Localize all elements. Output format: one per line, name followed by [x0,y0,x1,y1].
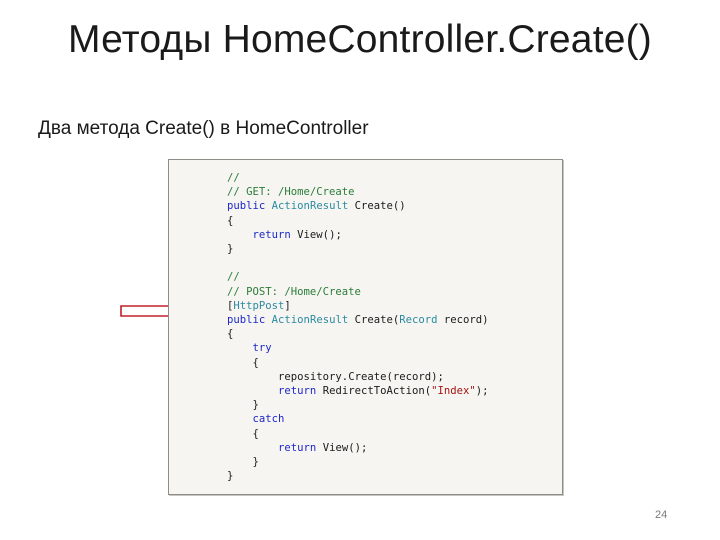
code-text: } [227,470,234,483]
code-keyword: public [227,200,266,213]
code-keyword: catch [252,413,285,426]
code-text: repository.Create(record); [278,370,444,383]
code-comment: // POST: /Home/Create [227,285,361,298]
code-keyword: return [278,385,317,398]
code-comment: // GET: /Home/Create [227,186,355,199]
slide-subtitle: Два метода Create() в HomeController [38,118,369,139]
code-text: View(); [290,228,342,241]
code-text: { [227,328,234,341]
code-type: Record [399,314,438,327]
code-text: { [252,356,259,369]
code-text: { [252,427,259,440]
code-type: ActionResult [271,314,349,327]
code-text: } [252,399,259,412]
page-number: 24 [655,509,668,521]
code-listing-box: // // GET: /Home/Create public ActionRes… [168,159,563,495]
code-text: Create( [348,314,400,327]
code-string: "Index" [431,385,476,398]
code-listing: // // GET: /Home/Create public ActionRes… [227,171,489,483]
code-text: ] [284,299,291,312]
code-text: record) [437,314,489,327]
code-keyword: try [252,342,272,355]
code-text: { [227,214,234,227]
code-comment: // [227,172,240,184]
code-type: HttpPost [233,299,285,312]
code-comment: // [227,271,240,284]
code-text: Create() [348,200,406,213]
code-keyword: return [252,228,291,241]
code-keyword: return [278,441,317,454]
code-keyword: public [227,314,266,327]
code-text: ); [475,385,489,398]
code-text: } [252,456,259,469]
code-text: View(); [316,441,368,454]
code-text: RedirectToAction( [316,385,432,398]
code-text: } [227,243,234,256]
code-type: ActionResult [271,200,349,213]
code-text: [ [227,299,234,312]
slide-title: Методы HomeController.Create() [67,18,652,61]
